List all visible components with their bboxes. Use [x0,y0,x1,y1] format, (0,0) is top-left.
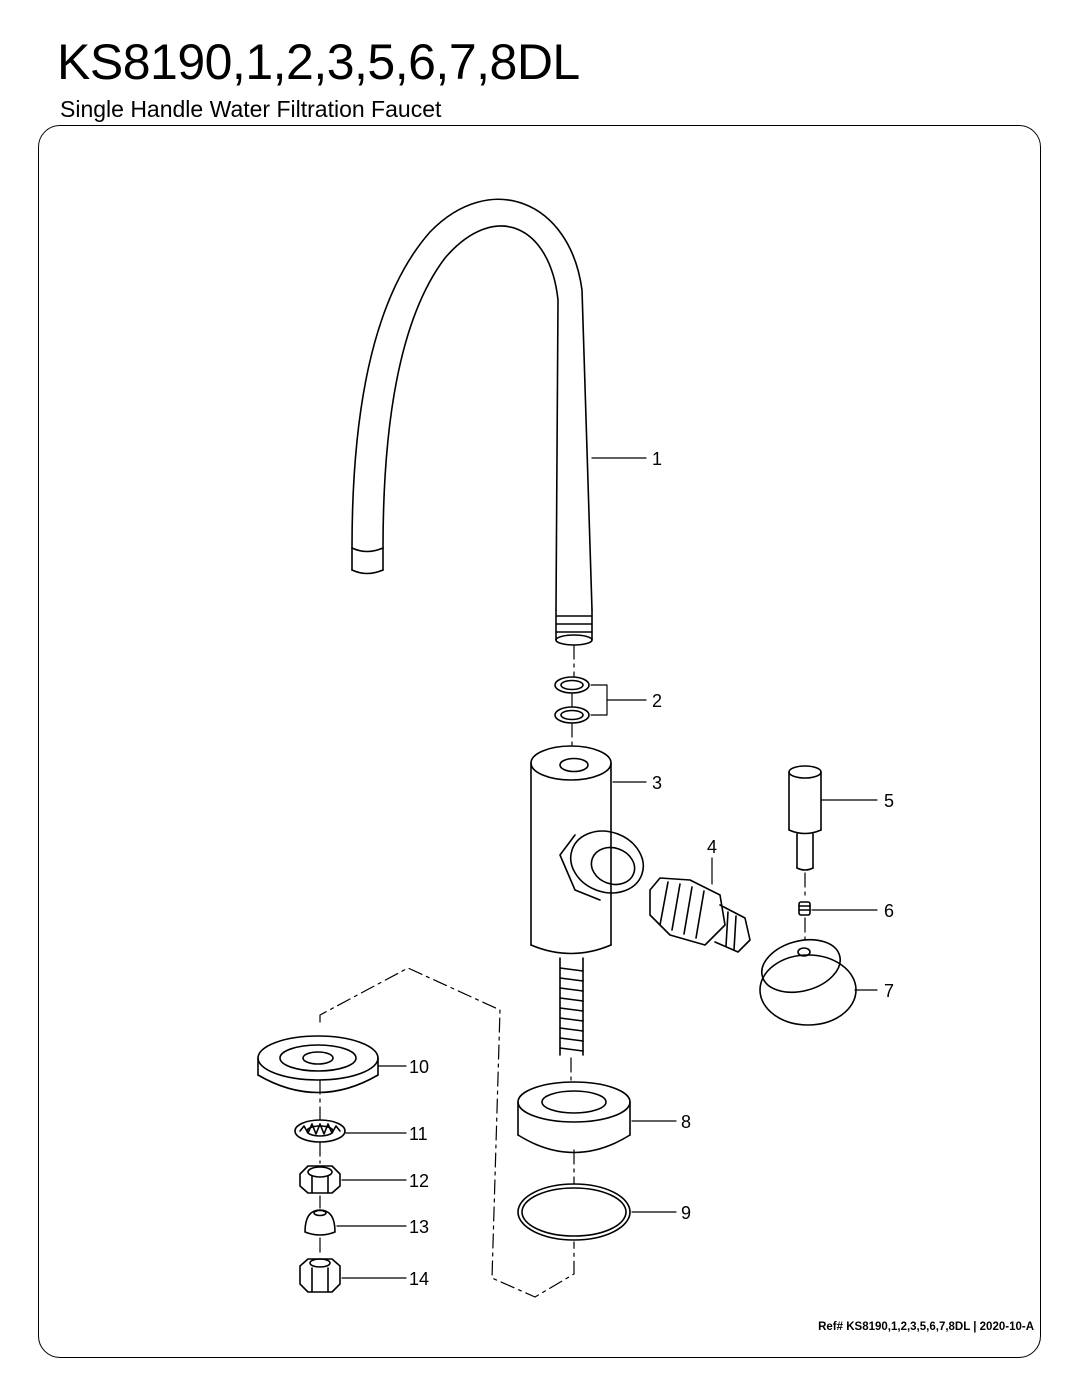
callout-1: 1 [652,449,662,469]
part-4-cartridge [649,877,751,953]
part-3-faucet-body [530,745,645,955]
callout-7: 7 [884,981,894,1001]
callout-12: 12 [409,1171,429,1191]
part-6-set-screw [798,901,811,916]
callout-14: 14 [409,1269,429,1289]
part-1-spout [351,198,593,646]
page-title: KS8190,1,2,3,5,6,7,8DL [57,34,580,90]
callout-9: 9 [681,1203,691,1223]
assembly-lines [319,644,806,1298]
part-14-compression-nut [299,1258,341,1293]
part-11-lock-washer [294,1119,346,1143]
callout-11: 11 [409,1124,428,1144]
part-13-ferrule [304,1209,336,1236]
page-subtitle: Single Handle Water Filtration Faucet [60,96,442,122]
callout-5: 5 [884,791,894,811]
callout-3: 3 [652,773,662,793]
callout-8: 8 [681,1112,691,1132]
leader-lines [336,457,878,1279]
part-5-handle-lever [788,765,822,871]
drawing-frame [38,125,1041,1358]
callout-6: 6 [884,901,894,921]
part-9-gasket [517,1183,631,1241]
part-7-handle-base [759,938,857,1026]
callout-4: 4 [707,837,717,857]
part-8-base-ring [517,1081,631,1154]
callout-10: 10 [409,1057,429,1077]
callout-13: 13 [409,1217,429,1237]
part-12-hex-nut [299,1165,341,1194]
threaded-shank [559,957,584,1056]
reference-number: Ref# KS8190,1,2,3,5,6,7,8DL | 2020-10-A [818,1321,1034,1333]
part-10-escutcheon [257,1035,379,1094]
callout-2: 2 [652,691,662,711]
